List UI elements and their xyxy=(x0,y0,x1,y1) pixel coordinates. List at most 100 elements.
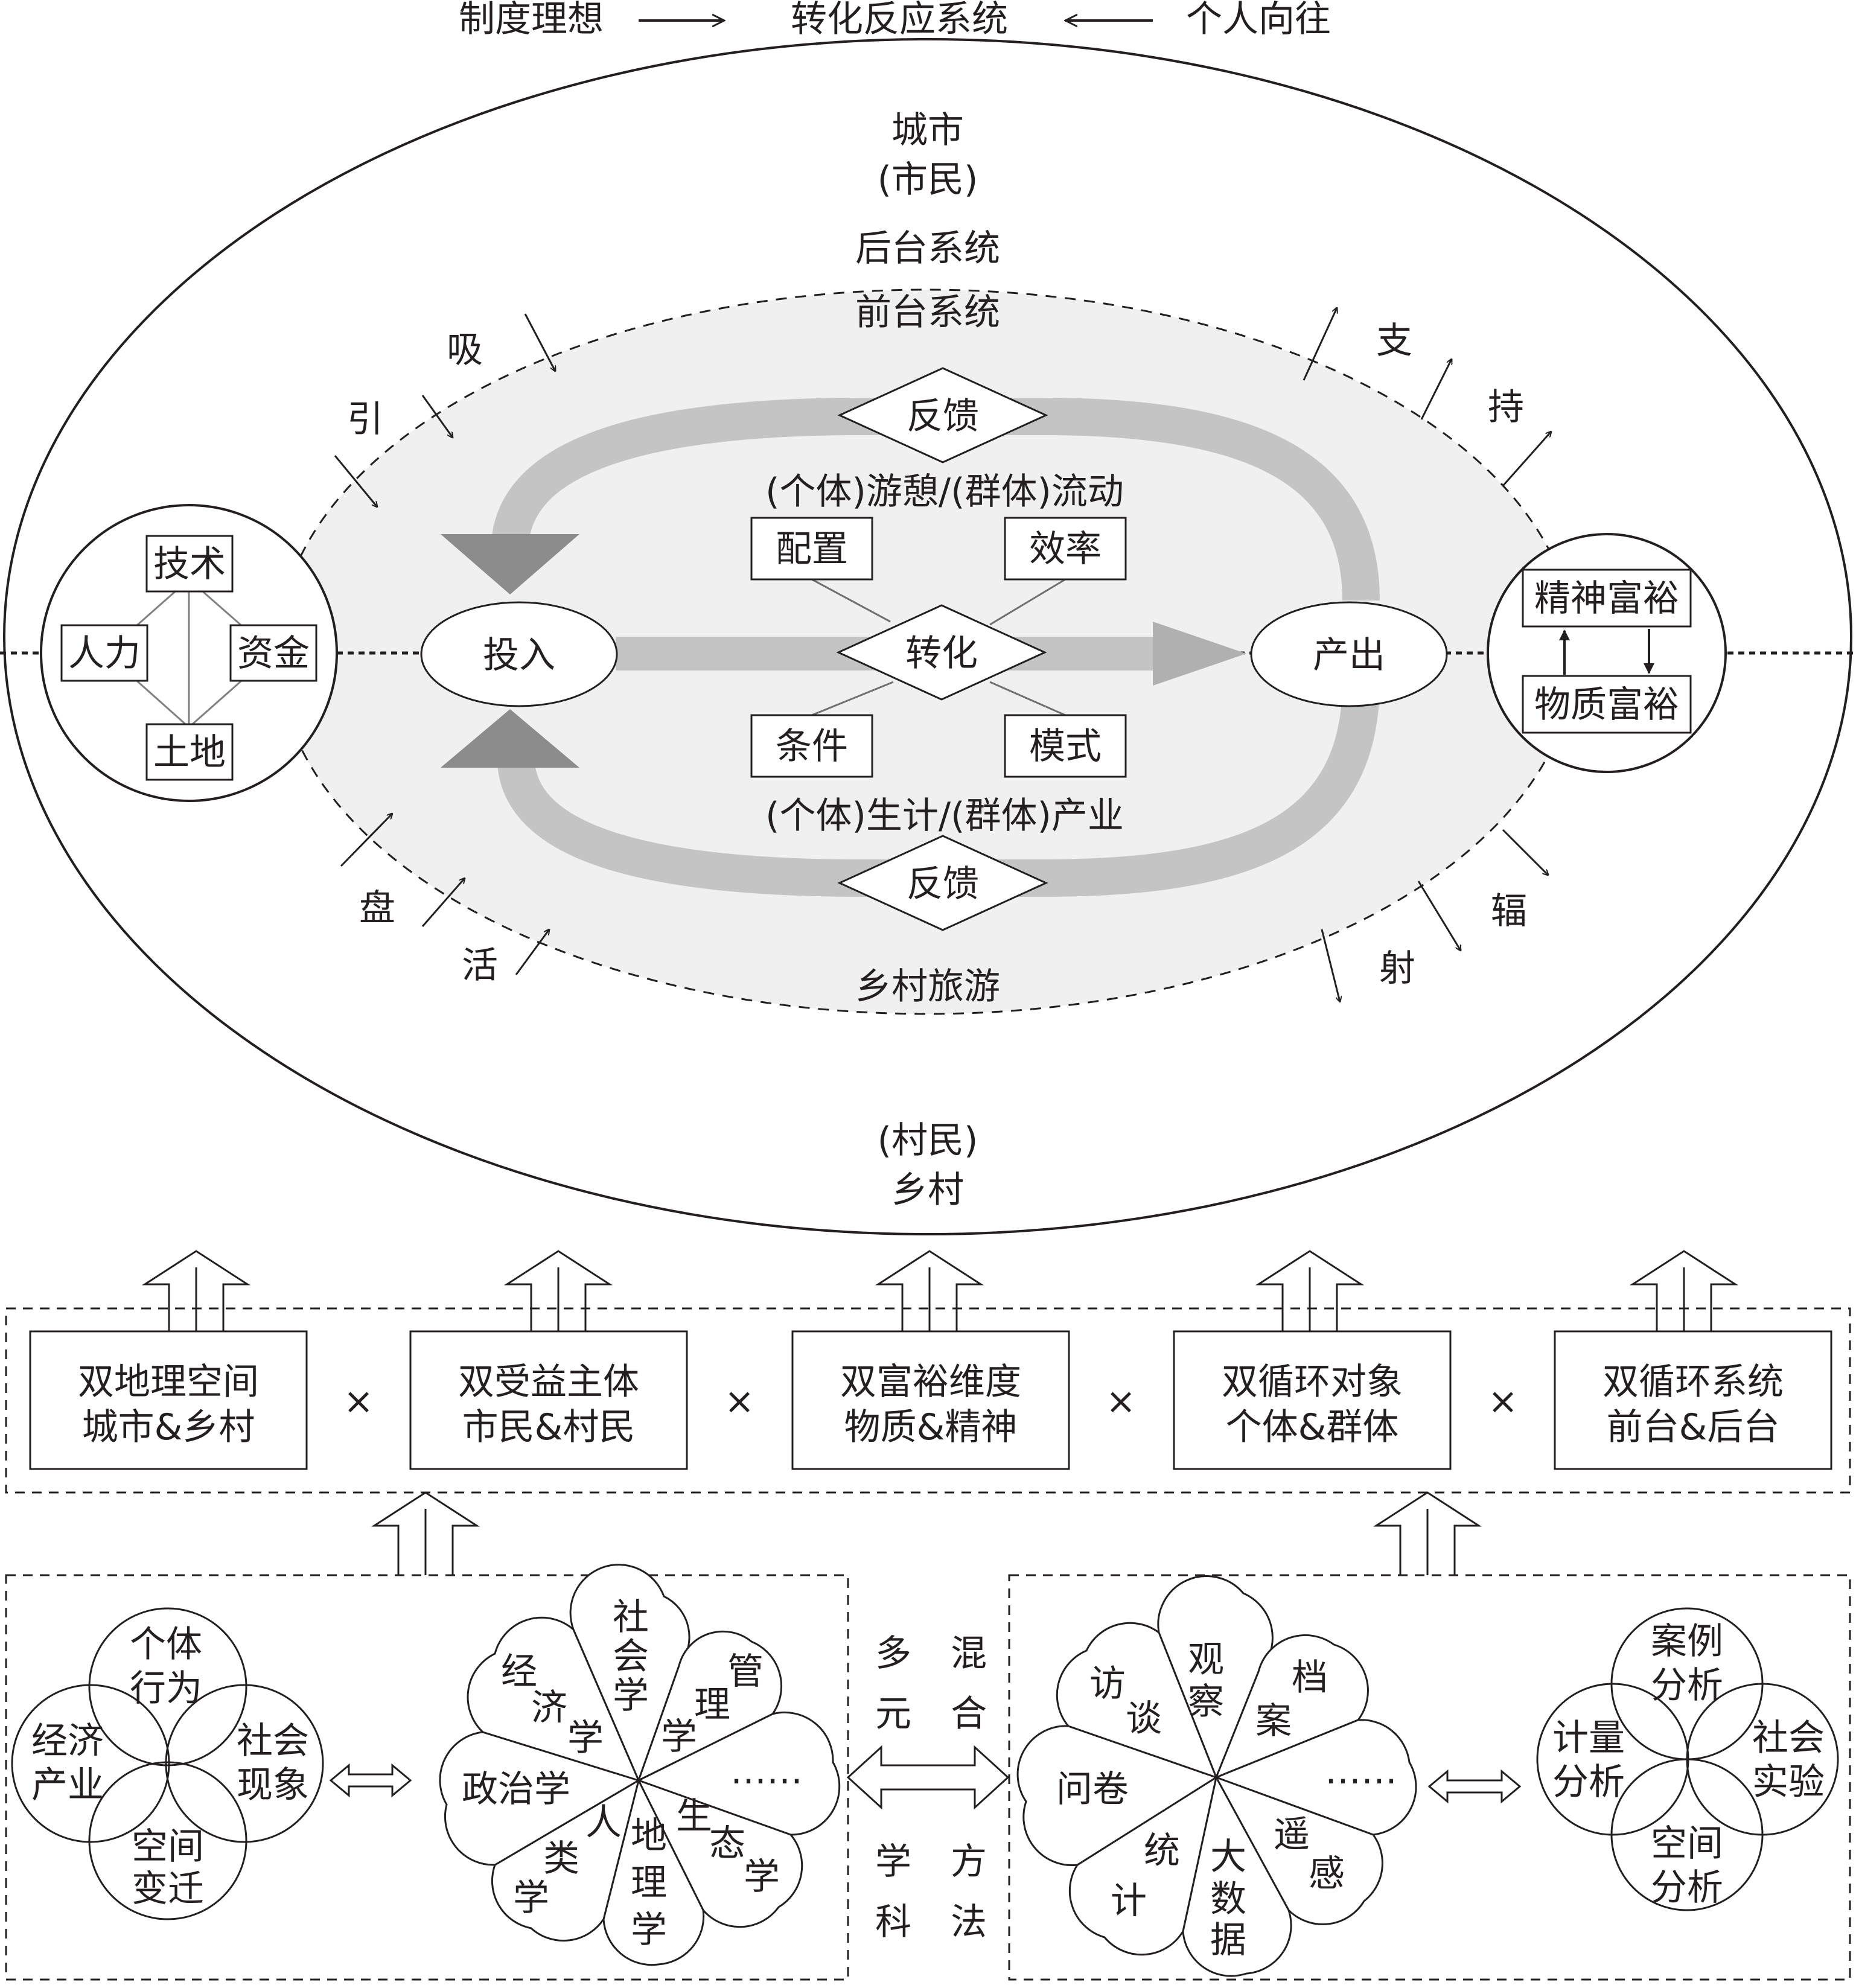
label-hun: 混 xyxy=(951,1633,987,1675)
label-xue: 学 xyxy=(875,1841,911,1883)
box-mode-label: 模式 xyxy=(1029,725,1102,768)
tech-box xyxy=(145,535,234,593)
box-condition-rect xyxy=(750,714,873,778)
method-questionnaire: 问卷 xyxy=(1056,1768,1129,1811)
method-bigdata-3: 据 xyxy=(1210,1919,1246,1961)
box-mode-rect xyxy=(1004,714,1127,778)
flower-mgmt-1: 管 xyxy=(727,1651,764,1693)
char-yin: 引 xyxy=(347,398,383,441)
petal-management xyxy=(637,1630,783,1782)
right-double-arrow xyxy=(1427,1769,1522,1804)
city-label: 城市 xyxy=(891,109,964,151)
dimension-1-line2: 城市&乡村 xyxy=(82,1406,255,1448)
venn-left-line2: 产业 xyxy=(31,1764,104,1806)
petal-interview xyxy=(1056,1622,1218,1779)
flower-mgmt-3: 学 xyxy=(661,1716,697,1758)
output-label: 产出 xyxy=(1313,634,1385,677)
citizen-label: (市民) xyxy=(878,159,978,201)
transform-flow-arrowhead xyxy=(1153,622,1246,686)
backstage-label: 后台系统 xyxy=(855,228,1000,270)
method-remote-1: 遥 xyxy=(1274,1814,1310,1856)
dimension-2: 双受益主体 市民&村民 xyxy=(409,1330,688,1470)
hollow-arrow-inner-lines xyxy=(195,1267,1685,1343)
box-mode: 模式 xyxy=(1004,714,1127,778)
top-flow: 制度理想 转化反应系统 个人向往 xyxy=(459,0,1331,40)
flower-geo-1: 地 xyxy=(631,1815,667,1857)
label-fa: 法 xyxy=(951,1901,987,1943)
resource-circle: 技术 人力 资金 土地 xyxy=(40,504,338,802)
hollow-up-arrows-top xyxy=(141,1250,1739,1343)
petal-remote xyxy=(1214,1776,1383,1925)
dimension-3: 双富裕维度 物质&精神 xyxy=(791,1330,1070,1470)
method-archive-2: 案 xyxy=(1255,1700,1292,1742)
transform-node: 转化 xyxy=(836,604,1047,701)
venn-bottom-line2: 变迁 xyxy=(132,1868,204,1910)
dimension-4-line1: 双循环对象 xyxy=(1222,1361,1403,1403)
feedback-top: 反馈 xyxy=(837,367,1048,464)
venn-right-line2: 现象 xyxy=(237,1764,309,1806)
venn-top-line1: 个体 xyxy=(130,1623,202,1666)
input-ellipse xyxy=(420,601,618,707)
flower-geo-2: 理 xyxy=(631,1862,667,1904)
right-radiate-arrows: 支 持 辐 射 xyxy=(1303,308,1551,1002)
wealth-circle: 精神富裕 物质富裕 xyxy=(1487,533,1727,773)
char-xi: 吸 xyxy=(447,329,483,371)
petal-more xyxy=(636,1711,841,1836)
land-label: 土地 xyxy=(153,731,226,774)
flower-anthro-2: 类 xyxy=(543,1838,579,1880)
char-huo: 活 xyxy=(462,945,498,987)
spiritual-label: 精神富裕 xyxy=(1534,578,1679,620)
dimension-4-box xyxy=(1173,1330,1452,1470)
input-label: 投入 xyxy=(483,634,555,677)
rvenn-left-circle xyxy=(1536,1683,1689,1836)
venn-top-line2: 行为 xyxy=(130,1668,202,1710)
method-remote-2: 感 xyxy=(1309,1853,1345,1895)
connector-mode xyxy=(989,681,1066,716)
petal-bigdata xyxy=(1182,1774,1292,1977)
arrow-xi-2 xyxy=(421,395,453,438)
hollow-arrow-bottom-inner xyxy=(424,1509,1429,1575)
dimension-1: 双地理空间 城市&乡村 xyxy=(29,1330,308,1470)
center-double-arrow xyxy=(846,1745,1010,1810)
box-config-rect xyxy=(750,517,873,581)
label-he: 合 xyxy=(951,1693,987,1735)
flower-geo-3: 学 xyxy=(631,1909,667,1951)
method-more: …… xyxy=(1325,1750,1397,1792)
flower-eco-2: 态 xyxy=(709,1823,745,1865)
villager-label: (村民) xyxy=(878,1120,978,1162)
petal-observe xyxy=(1157,1575,1274,1780)
box-config: 配置 xyxy=(750,517,873,581)
petal-statistics xyxy=(1068,1775,1218,1956)
frontstage-label: 前台系统 xyxy=(855,292,1000,334)
arrow-chi-2 xyxy=(1502,432,1551,486)
char-fu: 辐 xyxy=(1491,890,1527,932)
arrow-zhi xyxy=(1303,308,1337,381)
capital-label: 资金 xyxy=(237,632,310,675)
feedback-top-label: 反馈 xyxy=(907,395,979,438)
spiritual-box xyxy=(1522,569,1692,628)
flower-anthro-1: 人 xyxy=(585,1802,622,1844)
label-yuan: 元 xyxy=(875,1693,911,1735)
flower-eco-3: 学 xyxy=(744,1856,780,1898)
char-chi: 持 xyxy=(1488,386,1524,429)
method-observe-1: 观 xyxy=(1188,1639,1224,1681)
left-attract-arrows: 吸 引 盘 活 xyxy=(334,313,555,987)
arrow-huo-1 xyxy=(421,878,465,927)
box-efficiency-label: 效率 xyxy=(1029,528,1102,570)
output-ellipse xyxy=(1250,601,1448,707)
char-zhi: 支 xyxy=(1376,320,1412,362)
box-condition-label: 条件 xyxy=(776,725,848,768)
village-label: 乡村 xyxy=(891,1169,964,1211)
connector-efficiency xyxy=(989,578,1066,626)
venn-bottom-circle xyxy=(88,1761,247,1920)
method-interview-2: 谈 xyxy=(1126,1698,1162,1740)
rural-tourism-label: 乡村旅游 xyxy=(855,966,1000,1008)
label-fang: 方 xyxy=(951,1841,987,1883)
flower-econ-1: 经 xyxy=(501,1651,537,1693)
dimension-4: 双循环对象 个体&群体 xyxy=(1173,1330,1452,1470)
bottom-feedback-curve xyxy=(497,681,1380,897)
dimension-1-line1: 双地理空间 xyxy=(78,1361,259,1403)
flower-eco-1: 生 xyxy=(676,1795,712,1838)
hollow-up-arrows-bottom xyxy=(371,1491,1482,1575)
